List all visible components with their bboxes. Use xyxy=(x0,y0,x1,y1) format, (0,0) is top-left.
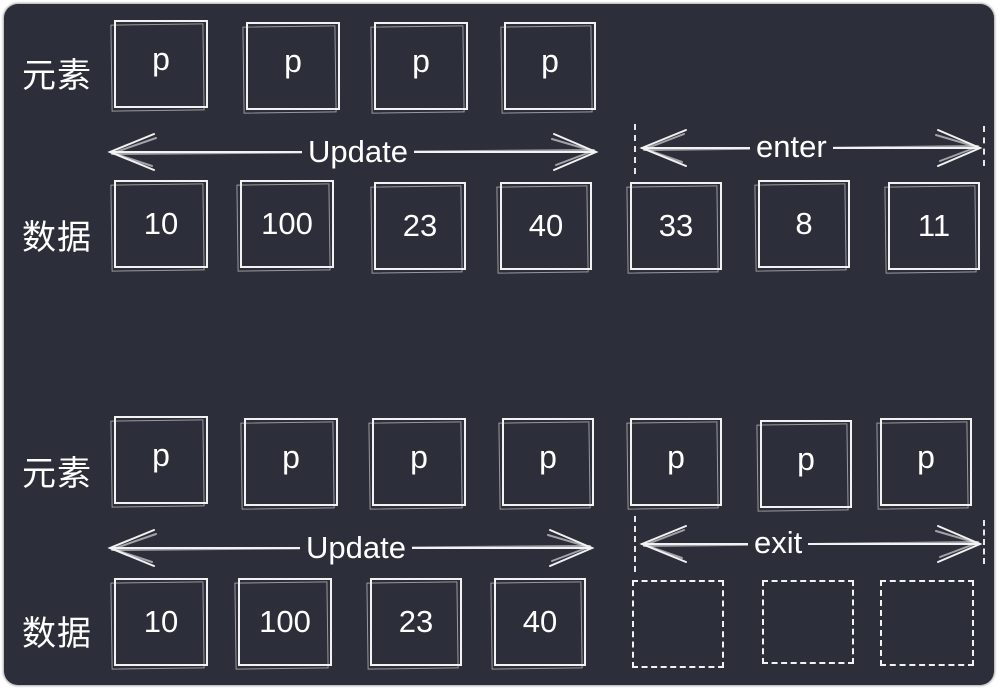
enter-label: enter xyxy=(750,130,833,164)
top-element-box: p xyxy=(504,22,596,110)
top-data-box: 100 xyxy=(240,180,334,268)
top-data-box: 40 xyxy=(500,182,592,270)
enter-data-box: 8 xyxy=(758,180,850,268)
exit-empty-slot xyxy=(880,580,974,666)
bottom-data-box: 23 xyxy=(370,578,462,666)
bottom-element-box: p xyxy=(114,416,208,504)
bottom-data-box: 10 xyxy=(114,578,208,666)
top-data-box: 23 xyxy=(374,182,466,270)
bottom-element-box: p xyxy=(760,420,852,508)
bottom-element-box: p xyxy=(880,418,972,506)
top-data-label: 数据 xyxy=(22,218,92,258)
enter-data-box: 33 xyxy=(630,182,722,270)
bottom-data-box: 40 xyxy=(494,578,586,666)
bottom-data-box: 100 xyxy=(238,578,332,666)
top-data-box: 10 xyxy=(114,180,208,268)
enter-divider xyxy=(634,124,636,174)
exit-label: exit xyxy=(748,526,809,560)
top-element-box: p xyxy=(246,22,340,110)
bottom-element-box: p xyxy=(244,418,338,506)
diagram-panel: 元素 p p p p Update enter 数据 10 100 23 40 … xyxy=(4,4,994,685)
top-element-box: p xyxy=(114,20,208,108)
bottom-data-label: 数据 xyxy=(22,614,92,654)
top-element-box: p xyxy=(374,22,468,110)
exit-empty-slot xyxy=(762,580,854,664)
enter-divider xyxy=(983,126,985,166)
bottom-elements-label: 元素 xyxy=(22,454,92,494)
exit-empty-slot xyxy=(632,580,724,668)
top-update-label: Update xyxy=(302,135,414,169)
bottom-element-box: p xyxy=(372,418,466,506)
top-elements-label: 元素 xyxy=(22,56,92,96)
bottom-update-label: Update xyxy=(300,531,412,565)
bottom-element-box: p xyxy=(630,418,722,506)
exit-divider xyxy=(634,516,636,572)
exit-divider xyxy=(983,520,985,564)
exit-arrow xyxy=(639,525,983,563)
bottom-element-box: p xyxy=(502,418,594,506)
enter-data-box: 11 xyxy=(888,182,980,270)
